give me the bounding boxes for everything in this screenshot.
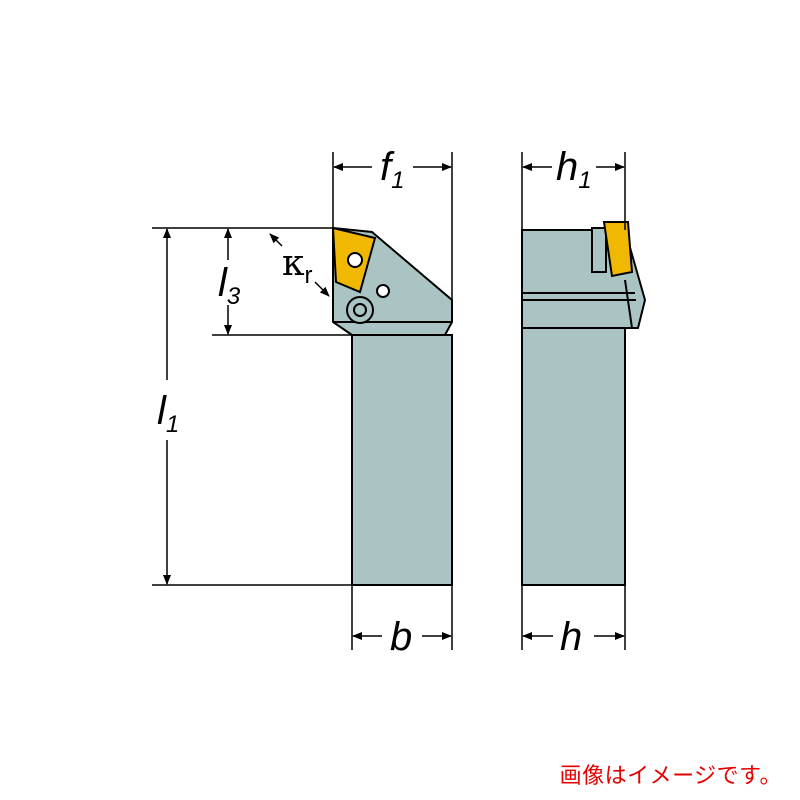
kappa-r-label: κr <box>282 243 313 289</box>
l3-label: l3 <box>218 261 241 310</box>
front-view <box>331 226 453 586</box>
l1-label: l1 <box>157 389 179 438</box>
side-insert <box>602 221 634 278</box>
side-clamp <box>591 227 607 273</box>
h-label: h <box>560 615 582 659</box>
pin <box>376 284 390 298</box>
side-shank <box>521 327 626 586</box>
insert-hole <box>347 252 363 268</box>
clamp-screw-inner <box>353 303 367 317</box>
b-label: b <box>390 615 412 659</box>
kappa-arrow-top <box>269 233 283 247</box>
clamp-screw-outer <box>346 296 374 324</box>
front-shank <box>351 334 453 586</box>
kappa-arrow-bottom <box>314 281 330 297</box>
h1-label: h1 <box>556 145 592 194</box>
side-head-line-3 <box>624 279 633 329</box>
dimensions <box>152 152 626 650</box>
side-view <box>521 221 647 586</box>
f1-label: f1 <box>380 145 404 194</box>
image-disclaimer-note: 画像はイメージです。 <box>559 764 782 789</box>
